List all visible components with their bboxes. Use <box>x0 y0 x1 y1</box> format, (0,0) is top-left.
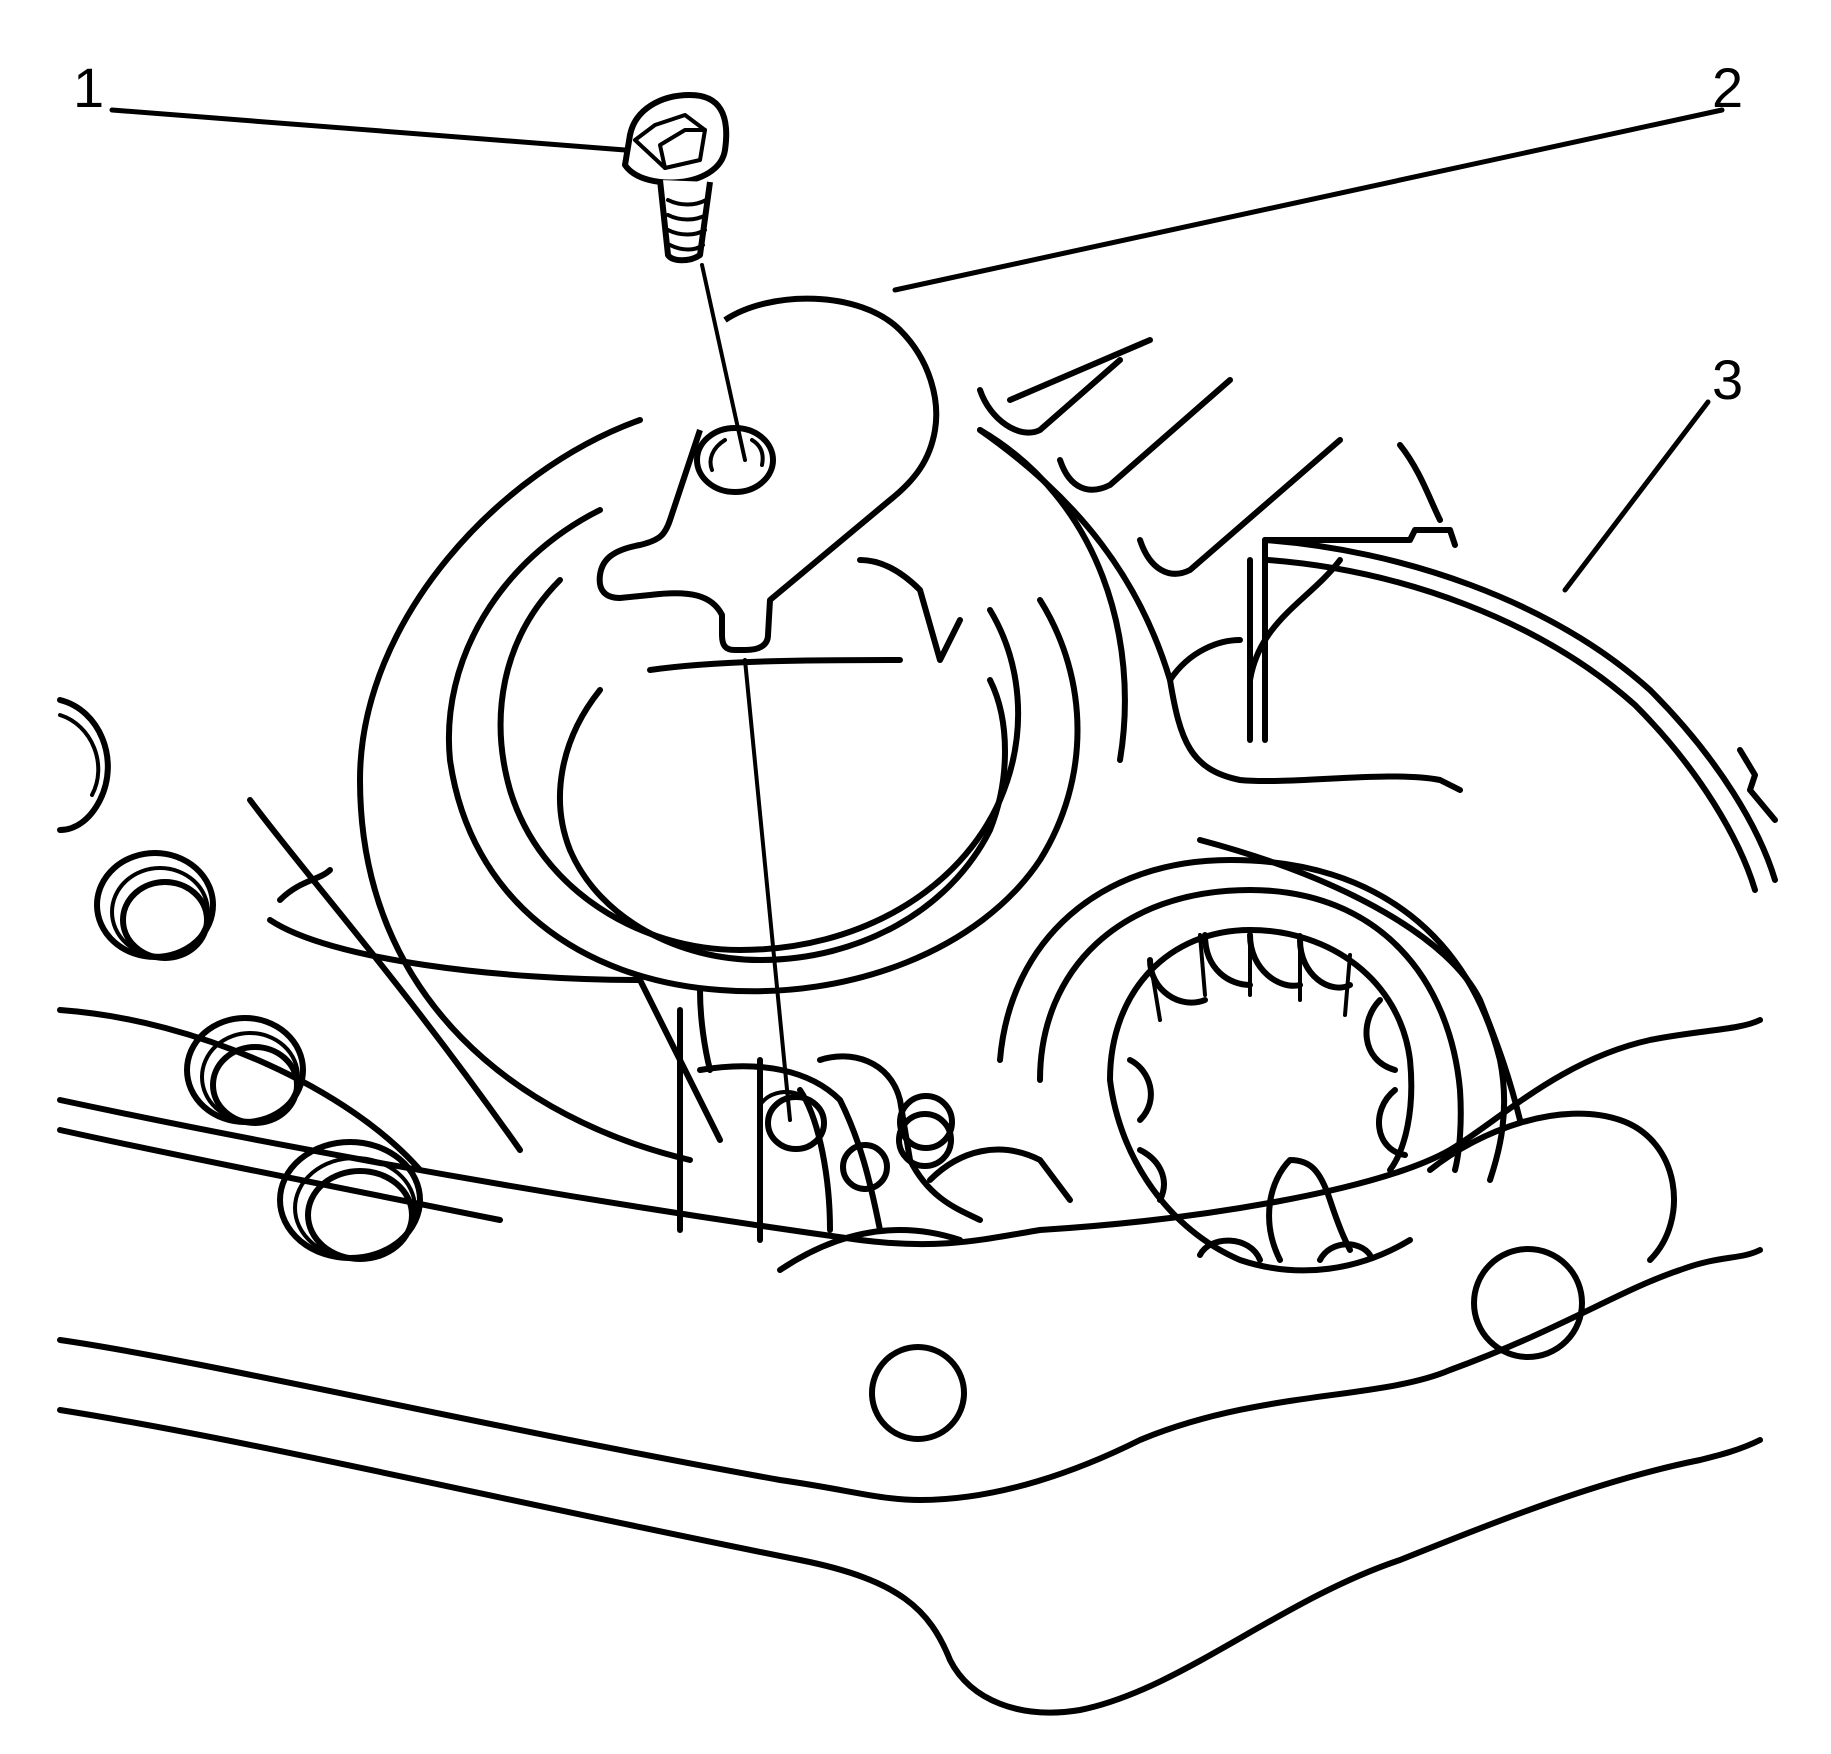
callout-2: 2 <box>1712 56 1744 119</box>
left-bores <box>57 697 723 1262</box>
leader-line-3 <box>1562 399 1711 593</box>
part-3-housing-cover <box>1197 442 1778 1123</box>
part-1-bolt <box>622 92 827 1152</box>
callout-1: 1 <box>73 56 105 119</box>
central-bore <box>357 417 1128 1243</box>
callout-3: 3 <box>1712 348 1744 411</box>
upper-ribs <box>977 337 1463 793</box>
splined-bearing <box>997 857 1508 1274</box>
part-2-bracket <box>596 295 940 653</box>
leader-line-2 <box>892 107 1725 293</box>
leader-line-1 <box>109 107 628 153</box>
